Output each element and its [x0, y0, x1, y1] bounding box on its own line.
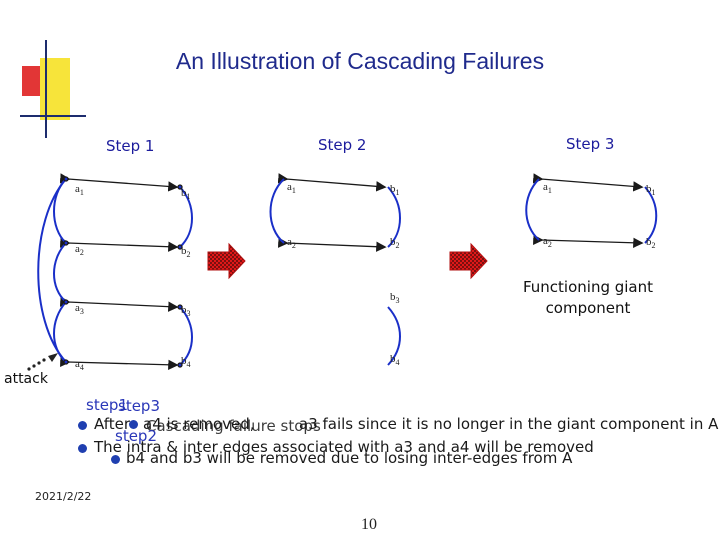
attack-label: attack — [4, 371, 48, 387]
transition-arrow-1 — [207, 242, 246, 280]
node-b3: b3 — [181, 304, 191, 319]
step3-tag: step3 — [118, 397, 160, 415]
slide-date: 2021/2/22 — [35, 490, 92, 503]
bullet-1-a3-fails: a3 fails since it is no longer in the gi… — [299, 415, 719, 433]
edge-b1-b2-step3 — [644, 186, 658, 244]
step1-tag: step1 — [86, 396, 128, 414]
attack-pointer — [27, 353, 58, 371]
node-b2: b2 — [181, 245, 191, 260]
giant-component-line-1: Functioning giant — [522, 278, 654, 296]
page-number: 10 — [361, 516, 377, 533]
edge-a2-b2 — [60, 237, 179, 252]
giant-component-label: Functioning giant component — [508, 277, 668, 319]
step3-node-b1: b1 — [646, 183, 656, 198]
edge-b1-b2 — [179, 186, 193, 248]
step3-node-a1: a1 — [543, 181, 552, 196]
step3-node-b2: b2 — [646, 236, 656, 251]
node-a3: a3 — [75, 302, 84, 317]
step2-node-b3: b3 — [390, 291, 400, 306]
step-1-label: Step 1 — [106, 137, 155, 155]
step-1-network — [37, 173, 193, 370]
edge-a2-b2-step2 — [277, 237, 387, 252]
edge-a3-b3 — [59, 296, 179, 312]
ornament-red-block — [22, 66, 40, 96]
step-transition-arrows — [207, 242, 488, 280]
edge-a1-b1 — [59, 173, 179, 192]
step2-node-b4: b4 — [390, 353, 400, 368]
slide-title: An Illustration of Cascading Failures — [175, 48, 545, 74]
node-b1: b1 — [181, 187, 191, 202]
step-3-network — [525, 173, 658, 248]
edge-a1-b1-step3 — [532, 173, 644, 192]
step-3-label: Step 3 — [566, 135, 615, 153]
edge-b3-b4-step2 — [387, 306, 401, 366]
step2-node-a1: a1 — [287, 181, 296, 196]
node-a2: a2 — [75, 243, 84, 258]
bullet-1-cascade-stops: Cascading failure stops — [146, 417, 321, 435]
step-2-network — [269, 173, 401, 366]
step2-node-b2: b2 — [390, 236, 400, 251]
step2-node-b1: b1 — [390, 183, 400, 198]
sub-bullet-1 — [129, 420, 138, 429]
sub-bullet-2-text: b4 and b3 will be removed due to losing … — [126, 449, 573, 467]
cascade-network-diagram — [27, 173, 658, 371]
bullet-1-removed: a4 is removed, — [143, 415, 255, 433]
edge-a1-b1-step2 — [277, 173, 387, 192]
corner-ornament — [20, 40, 86, 138]
bullet-2 — [78, 444, 87, 453]
edge-a1-a2-step3 — [525, 178, 540, 241]
edge-b1-b2-step2 — [387, 186, 401, 248]
bullet-1-after: After — [94, 415, 131, 433]
edge-a1-a4 — [37, 178, 67, 363]
step-2-label: Step 2 — [318, 136, 367, 154]
step2-tag: step2 — [115, 427, 157, 445]
transition-arrow-2 — [449, 242, 488, 280]
step2-node-a2: a2 — [287, 236, 296, 251]
edge-a1-a2-step2 — [269, 178, 285, 244]
bullet-1 — [78, 421, 87, 430]
attack-arrow-head — [48, 353, 58, 362]
step3-node-a2: a2 — [543, 235, 552, 250]
edge-a2-a3 — [53, 242, 67, 303]
node-a4: a4 — [75, 358, 84, 373]
bullet-2-text: The intra & inter edges associated with … — [94, 438, 594, 456]
sub-bullet-2 — [111, 455, 120, 464]
node-a1: a1 — [75, 183, 84, 198]
edge-a2-b2-step3 — [533, 234, 644, 248]
edge-b3-b4 — [179, 306, 193, 366]
node-b4: b4 — [181, 355, 191, 370]
edge-a4-b4 — [60, 356, 179, 370]
giant-component-line-2: component — [545, 299, 631, 317]
